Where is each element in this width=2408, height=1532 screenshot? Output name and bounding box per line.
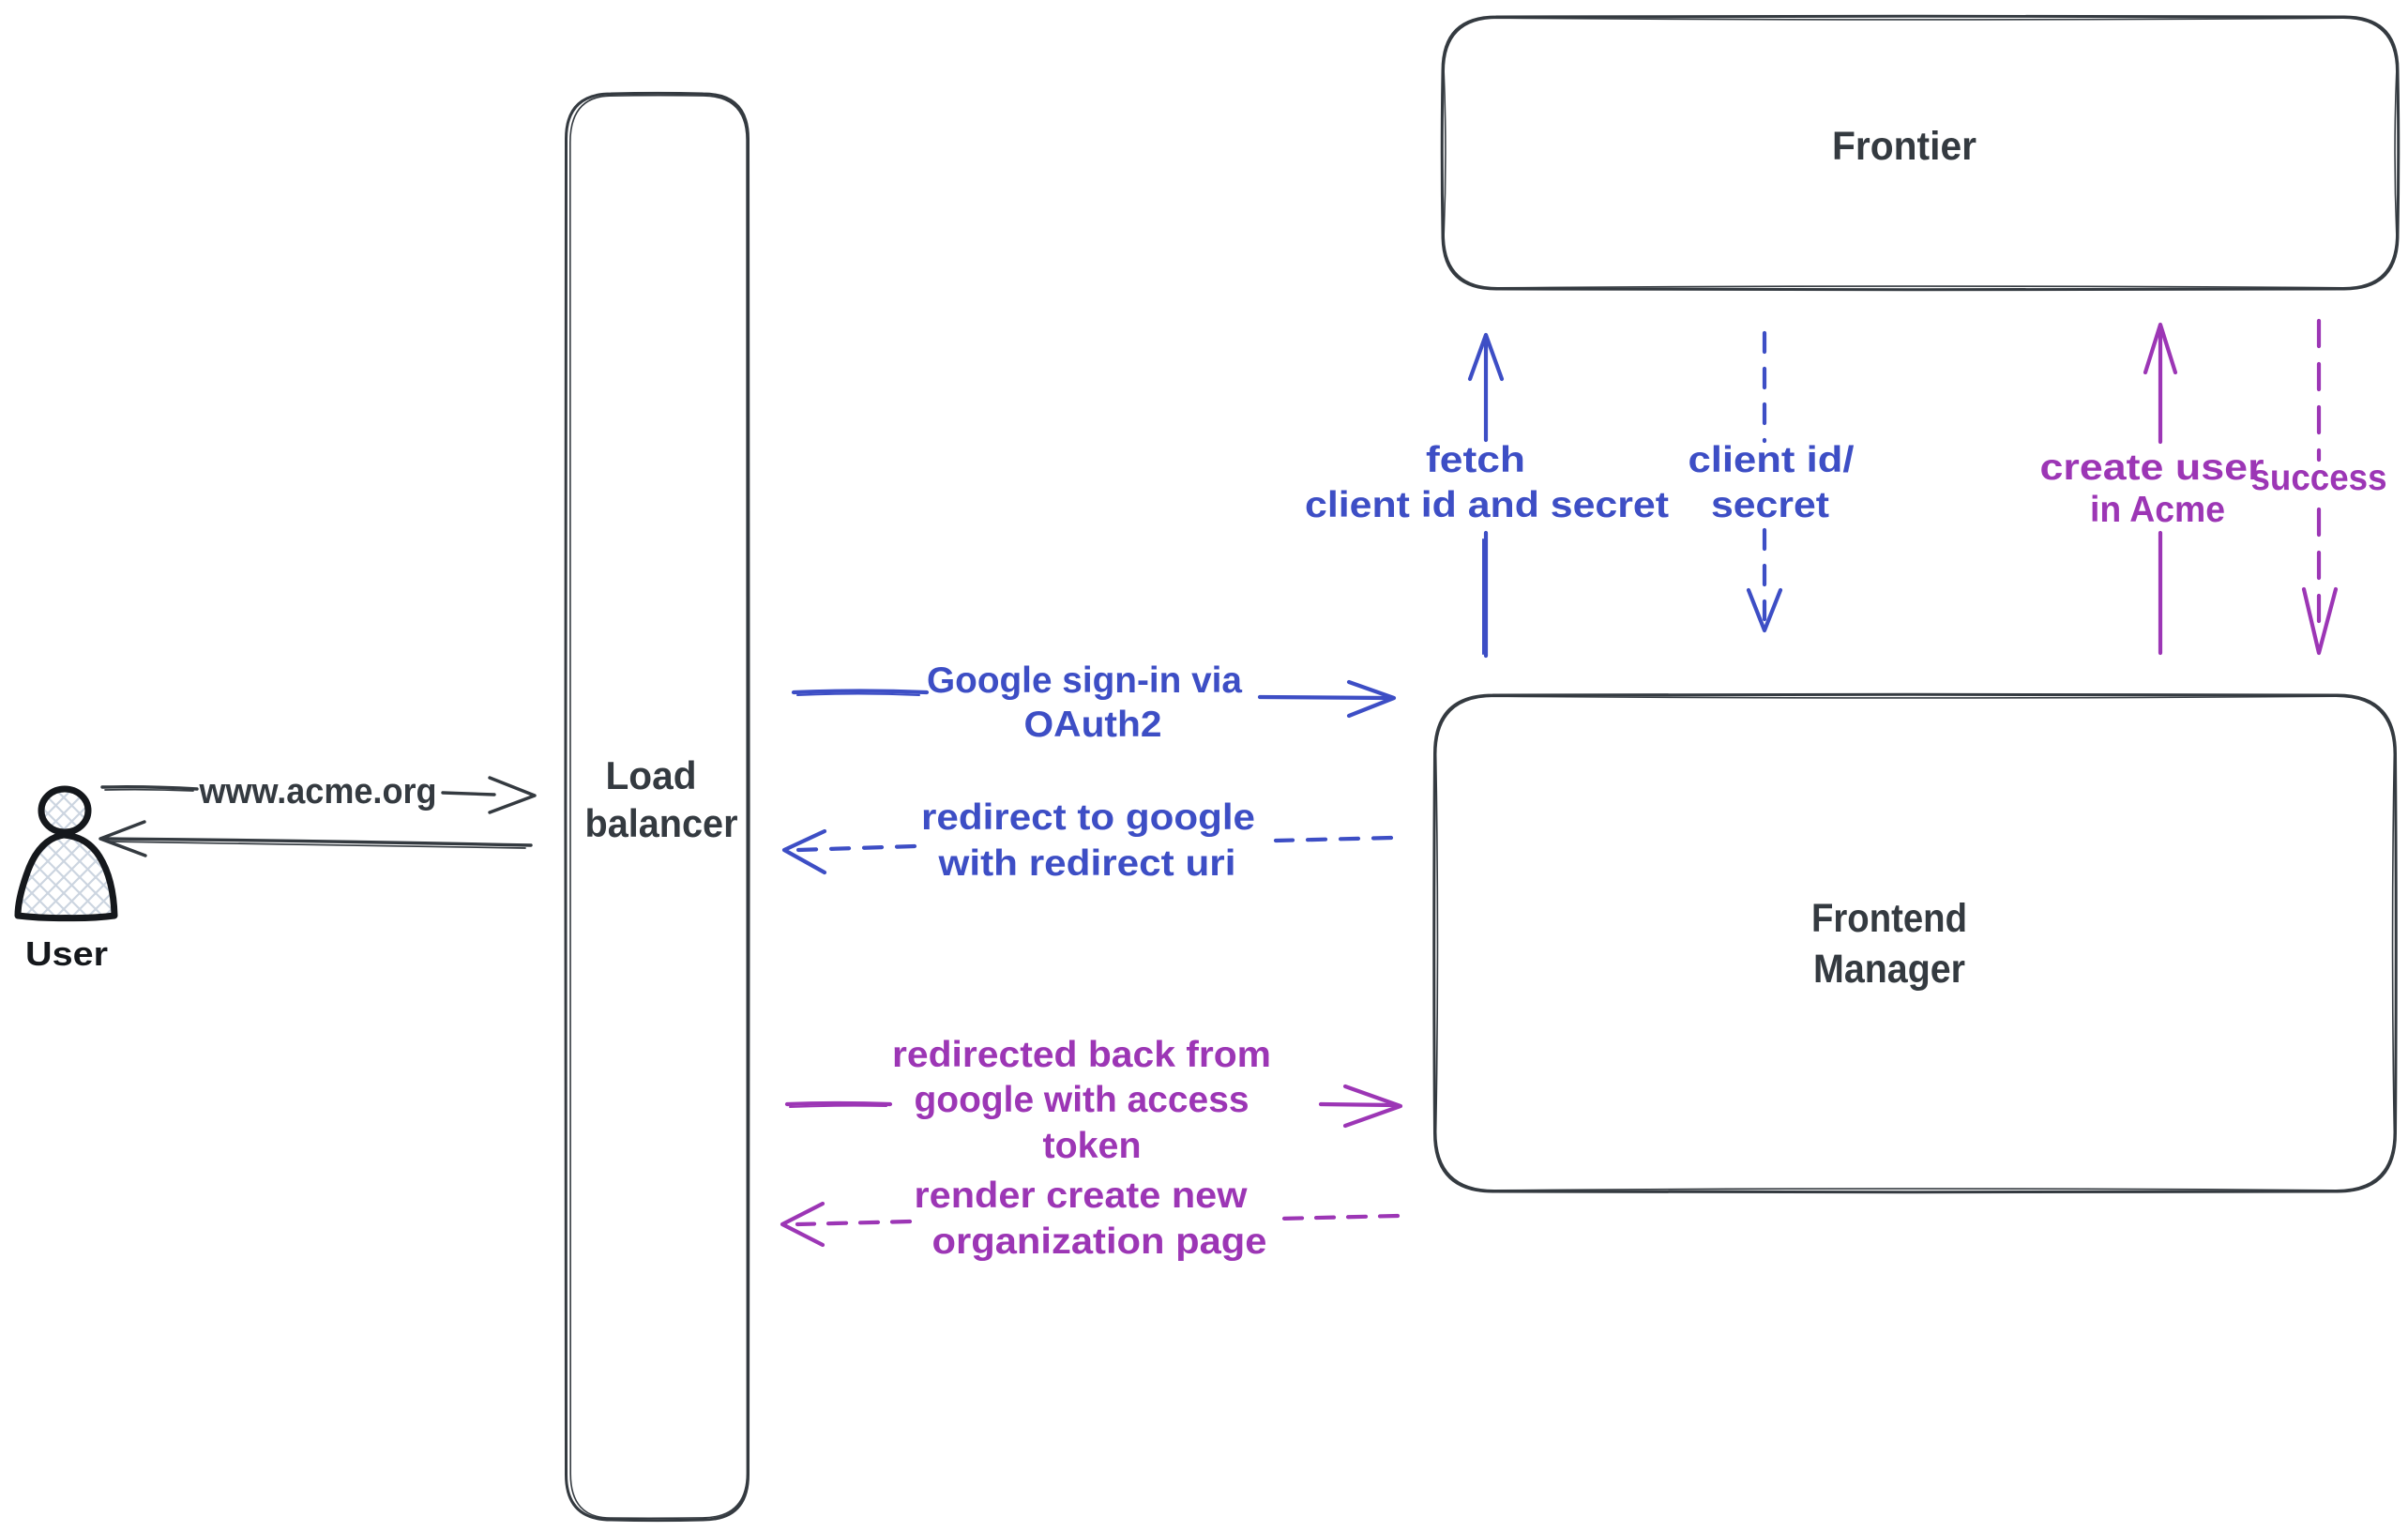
svg-text:Frontier: Frontier (1832, 124, 1976, 169)
svg-text:in Acme: in Acme (2090, 490, 2225, 530)
svg-text:organization page: organization page (932, 1221, 1267, 1262)
svg-text:create user: create user (2040, 447, 2264, 488)
svg-text:Google sign-in via: Google sign-in via (927, 660, 1242, 701)
svg-text:redirected back from: redirected back from (892, 1035, 1271, 1075)
svg-text:Load: Load (606, 753, 697, 797)
svg-text:www.acme.org: www.acme.org (199, 772, 437, 812)
svg-text:redirect to google: redirect to google (921, 797, 1255, 838)
svg-text:User: User (25, 934, 108, 973)
svg-text:balancer: balancer (585, 801, 738, 845)
svg-text:google with access: google with access (915, 1080, 1249, 1120)
svg-text:OAuth2: OAuth2 (1024, 705, 1162, 745)
svg-text:fetch: fetch (1426, 440, 1525, 480)
svg-text:Frontend: Frontend (1811, 896, 1967, 941)
svg-text:client id/: client id/ (1689, 440, 1855, 480)
svg-text:client id and secret: client id and secret (1305, 485, 1669, 525)
svg-text:with redirect uri: with redirect uri (937, 843, 1235, 884)
svg-text:success: success (2251, 458, 2387, 498)
svg-text:render create new: render create new (915, 1176, 1249, 1216)
svg-text:Manager: Manager (1813, 947, 1965, 992)
svg-text:token: token (1043, 1126, 1142, 1166)
svg-text:secret: secret (1711, 485, 1829, 525)
